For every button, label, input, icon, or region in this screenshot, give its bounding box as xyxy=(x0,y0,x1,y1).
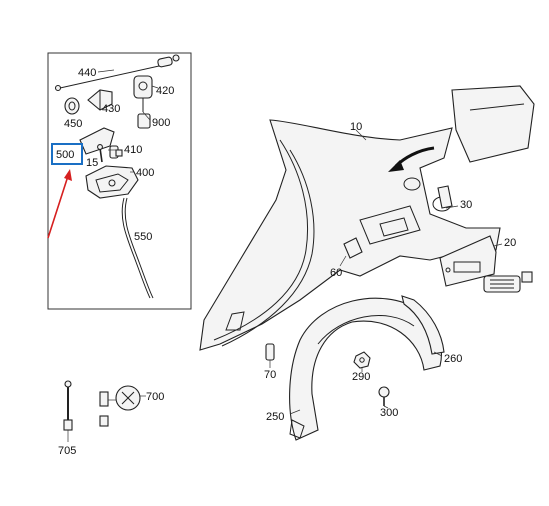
part-70-clip xyxy=(265,343,275,361)
part-430-bracket xyxy=(87,89,113,111)
highlight-box-500 xyxy=(51,143,83,165)
callout-450: 450 xyxy=(64,118,82,130)
callout-430: 430 xyxy=(102,103,120,115)
part-20-plate xyxy=(439,235,497,287)
direction-arrow xyxy=(388,146,435,172)
callout-260: 260 xyxy=(444,353,462,365)
callout-700: 700 xyxy=(146,391,164,403)
callout-250: 250 xyxy=(266,411,284,423)
callout-15: 15 xyxy=(86,157,98,169)
part-420-actuator xyxy=(133,75,159,112)
callout-420: 420 xyxy=(156,85,174,97)
callout-500: 500 xyxy=(56,149,74,161)
callout-400: 400 xyxy=(136,167,154,179)
part-400-housing xyxy=(85,165,139,199)
callout-30: 30 xyxy=(460,199,472,211)
callout-705: 705 xyxy=(58,445,76,457)
leader-lines xyxy=(67,69,503,442)
part-rear-panel-section xyxy=(451,85,535,163)
callout-300: 300 xyxy=(380,407,398,419)
part-vent-grille xyxy=(483,271,533,293)
part-450-grommet xyxy=(64,97,80,115)
part-300-screw xyxy=(378,386,390,406)
part-440-cable xyxy=(54,54,180,92)
part-260-liner-extension xyxy=(401,295,445,355)
callout-20: 20 xyxy=(504,237,516,249)
part-290-nut xyxy=(353,351,371,369)
part-410-clip xyxy=(109,145,123,159)
part-60-bracket xyxy=(343,237,363,259)
callout-10: 10 xyxy=(350,121,362,133)
part-500-flap xyxy=(79,127,115,155)
part-15-screw xyxy=(97,144,103,163)
callout-550: 550 xyxy=(134,231,152,243)
part-250-wheel-arch-liner xyxy=(289,297,442,441)
part-550-hose xyxy=(121,197,154,299)
callout-440: 440 xyxy=(78,67,96,79)
part-900-plug xyxy=(137,113,151,129)
red-arrow xyxy=(47,169,72,239)
callout-900: 900 xyxy=(152,117,170,129)
callout-410: 410 xyxy=(124,144,142,156)
callout-290: 290 xyxy=(352,371,370,383)
part-30-bracket xyxy=(437,185,453,209)
part-10-quarter-panel xyxy=(199,119,501,351)
detail-inset-frame xyxy=(47,52,192,310)
callout-60: 60 xyxy=(330,267,342,279)
part-705-bolt xyxy=(63,380,73,431)
callout-70: 70 xyxy=(264,369,276,381)
part-700-tool xyxy=(99,385,141,427)
